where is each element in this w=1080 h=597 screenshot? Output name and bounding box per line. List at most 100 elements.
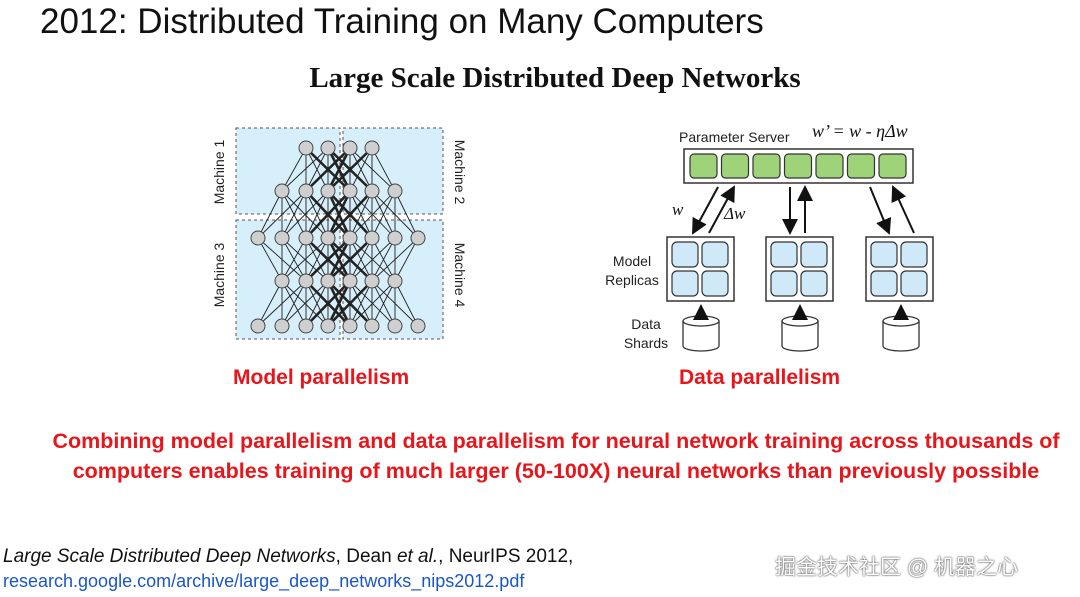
machine-4-label: Machine 4 [452,243,468,308]
network-edge [371,237,419,282]
summary-text: Combining model parallelism and data par… [52,429,1060,483]
network-edge [349,280,373,327]
network-edge [281,190,307,239]
replica-cell [701,270,729,297]
network-node [364,273,380,289]
shards-label-line-1: Data [631,316,661,332]
replica-cell [671,270,699,297]
network-edge [394,237,419,282]
network-edge [371,280,396,327]
update-rule: w’ = w - ηΔw [812,121,908,141]
network-node [250,318,266,334]
parameter-server-cell [815,153,844,179]
citation-authors: , Dean [335,546,397,567]
network-edge [349,237,373,282]
parameter-server-cell [752,153,781,179]
replicas-label-line-1: Model [613,253,651,269]
parameter-server-cell [878,153,907,179]
network-node [320,140,336,156]
citation-et-al: et al. [396,546,439,567]
network-node [298,273,314,289]
network-node [364,318,380,334]
network-node [387,183,403,199]
network-edge [326,280,352,327]
network-edge [371,190,396,239]
parameter-server-cell [720,153,750,179]
network-edge [257,280,307,327]
network-edge [349,280,396,327]
replica-cell [701,241,729,268]
machine-2-label: Machine 2 [452,140,468,205]
citation-title: Large Scale Distributed Deep Networks [3,546,336,567]
replica-cell [800,270,828,297]
model-replicas [666,236,934,302]
network-edge [327,280,373,327]
sync-arrow [708,185,735,234]
data-shard-body [882,321,920,352]
network-edge [281,190,329,239]
replica-cell [671,241,699,268]
network-node [274,183,290,199]
network-edge [305,190,329,239]
network-node [364,230,380,246]
network-edge [281,280,329,327]
sync-arrows [692,185,915,235]
replica-cell [900,241,928,268]
parameter-server-cell [783,153,813,179]
network-edge [305,147,351,192]
citation-link[interactable]: research.google.com/archive/large_deep_n… [3,571,525,591]
model-parallelism-caption: Model parallelism [233,366,410,389]
network-edge [305,280,329,327]
network-edges [257,147,419,327]
network-node [364,183,380,199]
network-edge [305,280,351,327]
shards-label-line-2: Shards [624,335,668,351]
network-edge [349,190,373,239]
network-node [342,230,358,246]
network-node [298,183,314,199]
network-edge [326,147,352,192]
network-node [250,230,266,246]
network-edge [349,237,396,282]
machine-1-box [235,127,341,215]
network-edge [257,190,283,239]
network-edge [394,190,419,239]
network-node [320,318,336,334]
network-node [342,273,358,289]
network-edge [257,190,307,239]
machine-2-box [342,127,444,215]
replica-cell [900,270,928,297]
replica-cell [800,241,828,268]
network-node [387,318,403,334]
data-shards [682,304,920,352]
replica-cell [770,241,798,268]
parameter-server-cell [689,153,718,179]
network-node [342,318,358,334]
network-node [387,273,403,289]
network-edge [394,280,419,327]
replica-cell [870,270,898,297]
network-edge [371,147,396,192]
network-node [274,273,290,289]
network-edge [326,237,352,282]
citation-venue: , NeurIPS 2012, [438,546,574,567]
network-node [320,230,336,246]
network-edge [326,190,352,239]
network-node [320,183,336,199]
network-edge [257,280,283,327]
network-edge [305,147,329,192]
network-node [274,318,290,334]
network-edge [281,147,307,192]
network-edge [349,147,373,192]
network-edge [327,147,373,192]
network-edge [327,190,373,239]
network-node [342,140,358,156]
network-edge [281,237,307,282]
network-node [298,230,314,246]
network-edge [305,190,351,239]
network-edge [327,237,373,282]
citation: Large Scale Distributed Deep Networks, D… [3,546,573,568]
network-node [274,230,290,246]
network-edge [281,237,329,282]
network-node [410,318,426,334]
